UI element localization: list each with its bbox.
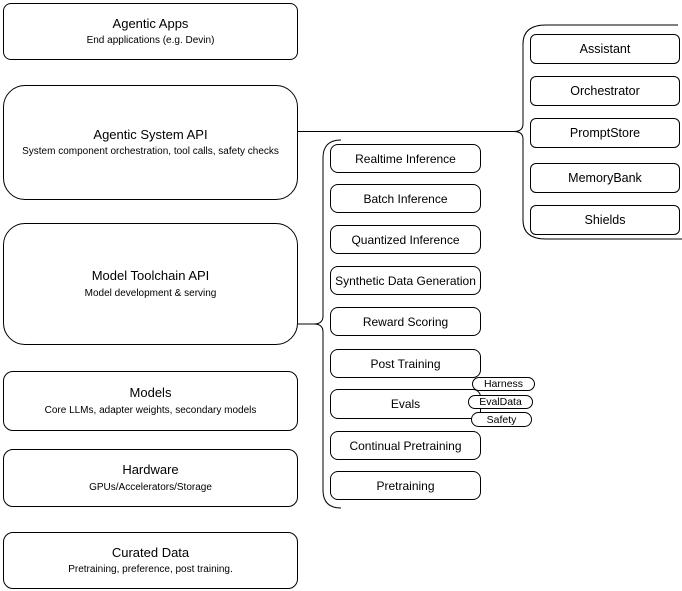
node-orchestrator: Orchestrator: [530, 76, 680, 106]
node-subtitle: GPUs/Accelerators/Storage: [89, 481, 212, 493]
node-subtitle: Pretraining, preference, post training.: [68, 564, 233, 576]
node-title: Model Toolchain API: [91, 268, 210, 284]
node-post-training: Post Training: [330, 349, 481, 378]
node-agentic-apps: Agentic Apps End applications (e.g. Devi…: [3, 3, 298, 60]
node-subtitle: Model development & serving: [84, 287, 217, 299]
bracket-toolchain-group: [313, 139, 342, 509]
node-quantized-inference: Quantized Inference: [330, 225, 481, 254]
node-assistant: Assistant: [530, 34, 680, 64]
node-title: Agentic Apps: [112, 15, 189, 31]
node-title: Agentic System API: [93, 126, 208, 142]
node-shields: Shields: [530, 205, 680, 235]
node-reward-scoring: Reward Scoring: [330, 307, 481, 336]
node-subtitle: End applications (e.g. Devin): [86, 35, 215, 47]
node-realtime-inference: Realtime Inference: [330, 144, 481, 173]
node-title: Curated Data: [111, 544, 190, 560]
node-model-toolchain-api: Model Toolchain API Model development & …: [3, 223, 298, 345]
pill-safety: Safety: [471, 412, 532, 427]
node-models: Models Core LLMs, adapter weights, secon…: [3, 371, 298, 431]
node-title: Hardware: [122, 462, 179, 478]
node-subtitle: System component orchestration, tool cal…: [22, 146, 279, 158]
node-subtitle: Core LLMs, adapter weights, secondary mo…: [44, 404, 257, 416]
node-hardware: Hardware GPUs/Accelerators/Storage: [3, 449, 298, 507]
node-title: Models: [129, 385, 172, 401]
pill-evaldata: EvalData: [468, 395, 533, 409]
node-agentic-system-api: Agentic System API System component orch…: [3, 85, 298, 200]
bracket-system-group: [513, 24, 682, 240]
node-promptstore: PromptStore: [530, 118, 680, 148]
node-synthetic-data-generation: Synthetic Data Generation: [330, 266, 481, 295]
node-pretraining: Pretraining: [330, 471, 481, 500]
node-curated-data: Curated Data Pretraining, preference, po…: [3, 532, 298, 589]
node-batch-inference: Batch Inference: [330, 184, 481, 213]
pill-harness: Harness: [472, 377, 535, 391]
node-memorybank: MemoryBank: [530, 163, 680, 193]
node-continual-pretraining: Continual Pretraining: [330, 431, 481, 460]
node-evals: Evals: [330, 389, 481, 419]
